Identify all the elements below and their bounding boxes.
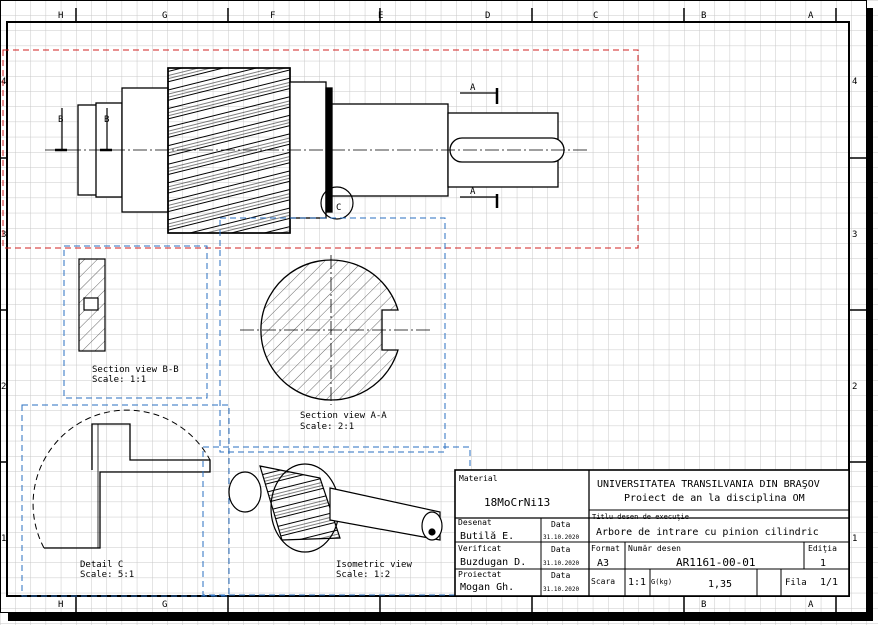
zone-number: 3: [852, 230, 857, 240]
mass-value: 1,35: [708, 579, 732, 590]
designed-label: Proiectat: [458, 570, 502, 579]
mass-label: G(kg): [651, 578, 672, 586]
scale-label: Scara: [591, 577, 615, 586]
drawn-label: Desenat: [458, 518, 492, 527]
zone-letter: G: [162, 11, 167, 21]
number-label: Număr desen: [628, 544, 681, 553]
material-label: Material: [459, 474, 498, 483]
drawn-name: Butilă E.: [460, 530, 514, 542]
view-title: Isometric view: [336, 560, 412, 570]
sheet-label: Fila: [785, 578, 807, 588]
isometric-drawing: [228, 463, 443, 553]
detail-c-label: C: [336, 203, 341, 213]
zone-number: 1: [1, 534, 6, 544]
section-b-label: B: [104, 115, 109, 125]
university-name: UNIVERSITATEA TRANSILVANIA DIN BRAŞOV: [597, 479, 820, 490]
section-bb-drawing: [78, 258, 106, 352]
section-a-label: A: [470, 187, 476, 197]
view-scale: Scale: 5:1: [80, 570, 134, 580]
zone-number: 2: [1, 382, 6, 392]
section-labels: B B A A C: [58, 83, 476, 213]
material-value: 18MoCrNi13: [484, 496, 550, 509]
checked-label: Verificat: [458, 544, 502, 553]
edition-value: 1: [820, 558, 826, 569]
zone-numbers: 4 3 2 1 4 3 2 1: [1, 77, 857, 544]
zone-letter: H: [58, 600, 63, 610]
date-designed: 31.10.2020: [543, 586, 580, 593]
format-value: A3: [597, 558, 609, 569]
zone-letters-top: H G F E D C B A: [58, 11, 814, 21]
title-block-text: Material 18MoCrNi13 UNIVERSITATEA TRANSI…: [458, 474, 838, 593]
drawing-title: Arbore de intrare cu pinion cilindric: [596, 527, 819, 538]
detail-c-caption: Detail C Scale: 5:1: [80, 560, 134, 580]
sheet-value: 1/1: [820, 577, 838, 588]
zone-ticks: [0, 8, 866, 612]
section-bb-caption: Section view B-B Scale: 1:1: [92, 365, 179, 385]
view-scale: Scale: 2:1: [300, 422, 354, 432]
zone-letter: E: [378, 11, 383, 21]
outer-frame: [0, 0, 867, 613]
view-scale: Scale: 1:2: [336, 570, 390, 580]
main-view-frame: [2, 49, 639, 249]
section-markers: [55, 88, 499, 220]
date-label: Data: [551, 571, 570, 580]
isometric-caption: Isometric view Scale: 1:2: [336, 560, 412, 580]
date-label: Data: [551, 520, 570, 529]
zone-number: 4: [852, 77, 857, 87]
format-label: Format: [591, 544, 620, 553]
zone-number: 4: [1, 77, 6, 87]
number-value: AR1161-00-01: [676, 556, 755, 569]
section-aa-frame: [219, 217, 446, 453]
date-label: Data: [551, 545, 570, 554]
title-block: [454, 469, 850, 597]
scale-value: 1:1: [628, 577, 646, 588]
frame-shadow-bottom: [8, 613, 873, 621]
inner-frame: [6, 21, 850, 597]
zone-letter: C: [593, 11, 598, 21]
zone-letter: D: [485, 11, 490, 21]
zone-letter: G: [162, 600, 167, 610]
project-name: Proiect de an la disciplina OM: [624, 493, 805, 504]
view-title: Section view B-B: [92, 365, 179, 375]
detail-c-drawing: [32, 409, 211, 549]
zone-letter: F: [270, 11, 275, 21]
drawing-title-label: Titlu desen de execuţie: [592, 513, 689, 521]
zone-letter: A: [808, 600, 814, 610]
date-drawn: 31.10.2020: [543, 534, 580, 541]
zone-letter: B: [701, 11, 706, 21]
section-bb-frame: [63, 245, 208, 399]
view-title: Section view A-A: [300, 411, 387, 421]
checked-name: Buzdugan D.: [460, 557, 526, 568]
frame-shadow-right: [867, 8, 873, 620]
zone-number: 1: [852, 534, 857, 544]
zone-number: 2: [852, 382, 857, 392]
section-aa-caption: Section view A-A Scale: 2:1: [300, 411, 387, 432]
designed-name: Mogan Gh.: [460, 582, 514, 593]
zone-letter: B: [701, 600, 706, 610]
zone-letters-bottom: H G B A: [58, 600, 814, 610]
edition-label: Ediţia: [808, 544, 837, 553]
zone-letter: H: [58, 11, 63, 21]
detail-c-frame: [21, 404, 230, 597]
view-scale: Scale: 1:1: [92, 375, 146, 385]
zone-letter: A: [808, 11, 814, 21]
section-aa-drawing: [240, 255, 430, 405]
zone-number: 3: [1, 230, 6, 240]
view-title: Detail C: [80, 560, 123, 570]
section-a-label: A: [470, 83, 476, 93]
date-checked: 31.10.2020: [543, 560, 580, 567]
section-b-label: B: [58, 115, 63, 125]
